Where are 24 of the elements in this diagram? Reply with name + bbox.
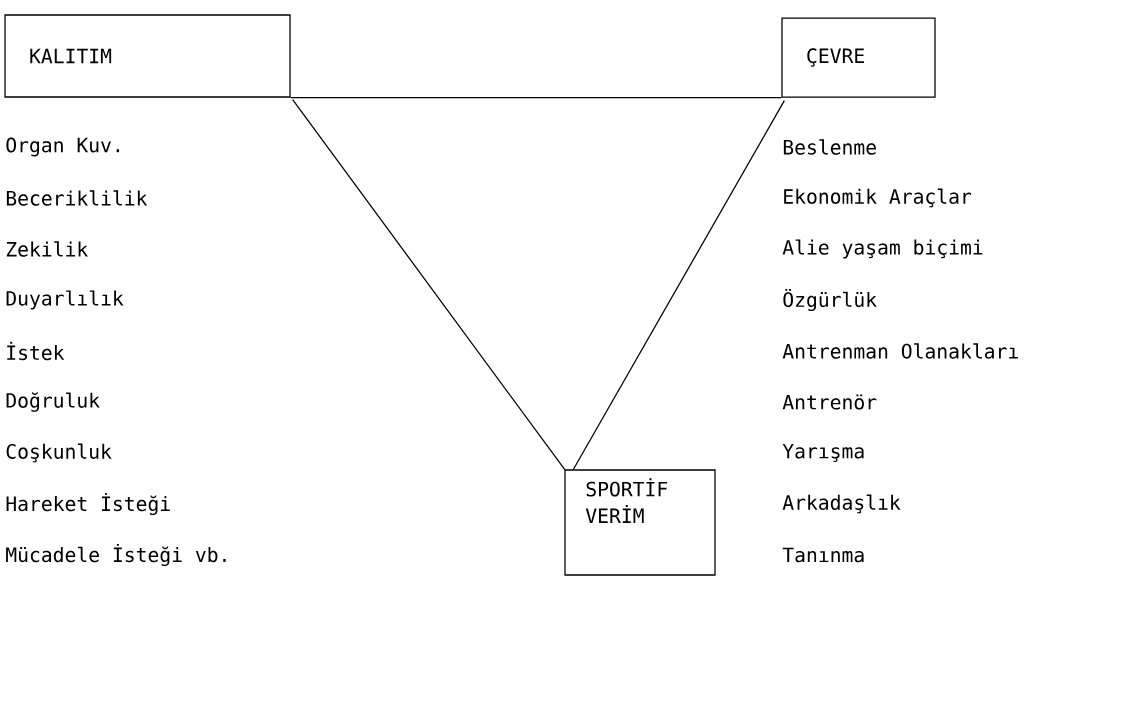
list-item: Tanınma xyxy=(782,547,864,563)
list-item: Beceriklilik xyxy=(6,190,148,206)
list-item: Arkadaşlık xyxy=(782,494,901,514)
node-box: SPORTİF VERİM xyxy=(564,469,716,576)
list-item: Alie yaşam biçimi xyxy=(782,239,983,259)
list-item: Hareket İsteği xyxy=(6,492,170,516)
list-item: Doğruluk xyxy=(6,392,100,412)
list-item: Ekonomik Araçlar xyxy=(784,188,972,208)
list-item: İstek xyxy=(7,341,65,361)
list-item: Zekilik xyxy=(6,241,88,257)
list-item: Yarışma xyxy=(782,443,864,463)
list-item: Organ Kuv. xyxy=(6,137,120,157)
node-box: ÇEVRE xyxy=(781,17,936,98)
connector-line xyxy=(290,97,782,99)
list-item: Duyarlılık xyxy=(6,290,124,310)
connector-line xyxy=(292,99,566,471)
list-item: Mücadele İsteği vb. xyxy=(6,543,226,567)
connector-line xyxy=(572,100,785,471)
list-item: Coşkunluk xyxy=(6,443,112,463)
node-box: KALITIM xyxy=(4,14,291,98)
list-item: Antrenör xyxy=(782,394,877,410)
list-item: Özgürlük xyxy=(783,288,877,312)
list-item: Beslenme xyxy=(783,139,876,155)
list-item: Antrenman Olanakları xyxy=(782,343,1018,359)
